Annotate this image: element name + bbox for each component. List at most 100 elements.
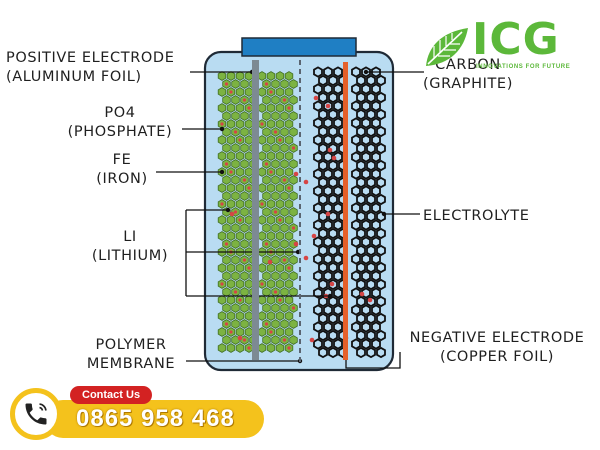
leader-dot <box>225 207 231 213</box>
graphite-ring <box>356 295 366 308</box>
cathode-particle <box>275 343 285 353</box>
graphite-ring <box>376 74 386 87</box>
cathode-particle <box>257 327 267 337</box>
cathode-particle <box>235 199 245 209</box>
cathode-particle <box>262 175 271 185</box>
graphite-ring <box>318 261 328 274</box>
cathode-particle <box>275 103 285 113</box>
phosphate-dot <box>287 346 291 350</box>
graphite-ring <box>356 176 366 189</box>
graphite-ring <box>313 117 323 129</box>
phosphate-dot <box>224 242 229 246</box>
graphite-ring <box>356 227 366 240</box>
cathode-particle <box>289 335 298 345</box>
graphite-ring <box>371 287 381 299</box>
graphite-ring <box>328 159 338 172</box>
graphite-ring <box>318 312 328 325</box>
graphite-ring <box>356 108 366 121</box>
cathode-particle <box>222 111 231 121</box>
cathode-particle <box>275 71 285 81</box>
graphite-ring <box>356 261 366 274</box>
cathode-particle <box>257 343 267 353</box>
cathode-particle <box>262 271 271 281</box>
cathode-particle <box>262 207 271 217</box>
cathode-particle <box>284 135 294 145</box>
cathode-particle <box>289 95 298 105</box>
cathode-particle <box>271 191 280 201</box>
graphite-ring <box>313 83 323 95</box>
graphite-ring <box>371 151 381 163</box>
phone-icon-circle[interactable] <box>10 388 62 440</box>
lithium-ion <box>311 233 317 239</box>
cathode-particle <box>231 79 240 89</box>
cathode-particle <box>231 111 240 121</box>
lithium-ion <box>293 241 299 247</box>
cathode-particle <box>244 327 254 337</box>
graphite-ring <box>366 176 376 189</box>
leader-dot <box>363 69 369 75</box>
cathode-particle <box>244 311 254 321</box>
cathode-particle <box>284 87 294 97</box>
graphite-ring <box>328 108 338 121</box>
contact-us-tag[interactable]: Contact Us <box>70 386 153 404</box>
cathode-particle <box>235 103 245 113</box>
graphite-ring <box>376 176 386 189</box>
graphite-ring <box>333 219 343 231</box>
graphite-ring <box>356 329 366 342</box>
phosphate-dot <box>287 266 291 270</box>
cathode-particle <box>262 287 271 297</box>
graphite-ring <box>313 185 323 197</box>
cathode-particle <box>222 255 231 265</box>
leader-dot <box>381 211 387 217</box>
phosphate-dot <box>278 298 282 302</box>
graphite-ring <box>371 253 381 265</box>
cathode-particle <box>280 271 289 281</box>
graphite-ring <box>366 159 376 172</box>
graphite-ring <box>371 321 381 333</box>
graphite-ring <box>356 346 366 359</box>
graphite-ring <box>366 108 376 121</box>
contact-pill[interactable] <box>44 400 264 438</box>
cathode-particle <box>289 175 298 185</box>
graphite-ring <box>361 168 371 180</box>
graphite-ring <box>328 125 338 138</box>
graphite-ring <box>313 202 323 214</box>
graphite-ring <box>333 304 343 316</box>
cathode-particle <box>266 279 276 289</box>
cathode-particle <box>235 183 245 193</box>
label-fe: FE (IRON) <box>96 152 148 187</box>
cathode-particle <box>231 255 240 265</box>
contact-phone-number[interactable]: 0865 958 468 <box>76 405 235 432</box>
graphite-ring <box>313 66 323 78</box>
graphite-ring <box>351 134 361 146</box>
phosphate-dot <box>247 186 251 190</box>
graphite-ring <box>323 151 333 163</box>
cathode-particle <box>262 335 271 345</box>
icg-logo: ICG INNOVATIONS FOR FUTURE <box>420 14 590 80</box>
graphite-ring <box>328 295 338 308</box>
phosphate-dot <box>242 178 247 182</box>
cathode-particle <box>275 231 285 241</box>
cathode-particle <box>244 119 254 129</box>
phosphate-dot <box>233 210 238 214</box>
graphite-ring <box>333 321 343 333</box>
label-electrolyte: ELECTROLYTE <box>423 208 530 224</box>
cathode-particle <box>240 143 249 153</box>
phosphate-dot <box>273 290 278 294</box>
cathode-particle <box>235 327 245 337</box>
cathode-particle <box>222 287 231 297</box>
contact-badge[interactable]: Contact Us 0865 958 468 <box>10 382 270 444</box>
graphite-ring <box>313 236 323 248</box>
cathode-particle <box>289 271 298 281</box>
graphite-ring <box>313 338 323 350</box>
graphite-ring <box>323 253 333 265</box>
graphite-ring <box>313 321 323 333</box>
cathode-particle <box>280 239 289 249</box>
cathode-particle <box>222 303 231 313</box>
graphite-ring <box>356 125 366 138</box>
graphite-ring <box>323 270 333 282</box>
cathode-particle <box>271 319 280 329</box>
graphite-ring <box>376 91 386 104</box>
graphite-ring <box>356 278 366 291</box>
phosphate-dot <box>247 346 251 350</box>
